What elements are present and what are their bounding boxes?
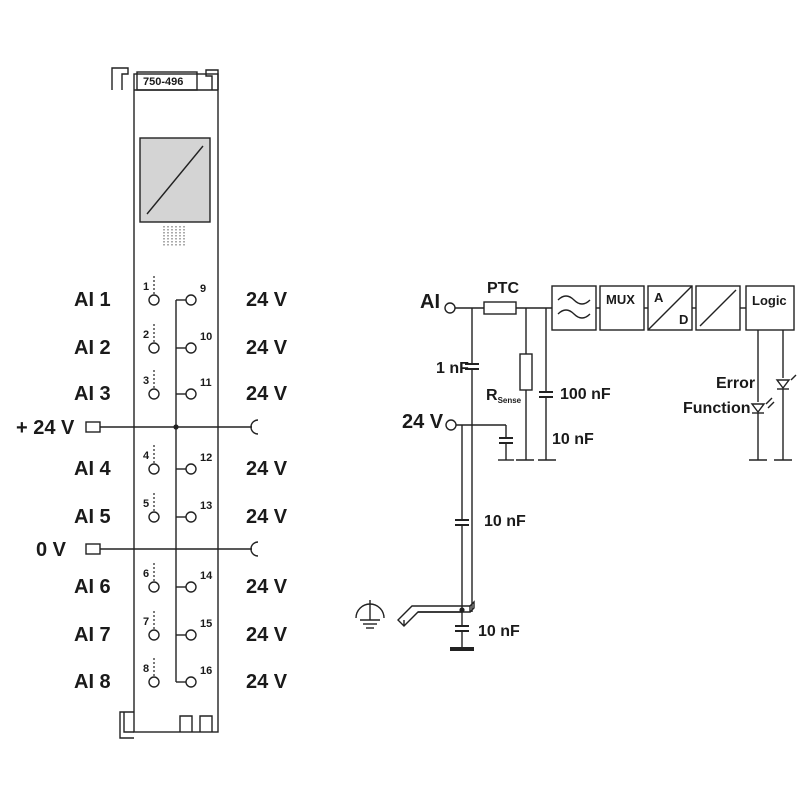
label-ai4: AI 4 xyxy=(74,458,112,480)
terminal-number-15: 15 xyxy=(200,618,212,630)
plus24-left-contact xyxy=(85,421,101,433)
earth-ground-icon xyxy=(355,600,385,629)
terminal-number-3: 3 xyxy=(143,375,149,387)
c-filter-label: 100 nF xyxy=(560,386,611,403)
label-ai7: AI 7 xyxy=(74,624,111,646)
ai-input-label: AI xyxy=(420,291,440,313)
label-24v-11: 24 V xyxy=(246,383,288,405)
ptc-label: PTC xyxy=(487,280,519,297)
c-rail-label: 10 nF xyxy=(478,623,520,640)
ai-input-terminal xyxy=(444,302,456,314)
left-terminals xyxy=(148,276,160,688)
circuit-schematic xyxy=(355,285,797,651)
c-input-label: 1 nF xyxy=(436,360,469,377)
terminal-number-2: 2 xyxy=(143,329,149,341)
label-ai6: AI 6 xyxy=(74,576,111,598)
filter-block xyxy=(551,285,597,331)
terminal-number-11: 11 xyxy=(200,377,212,389)
supply-label: 24 V xyxy=(402,411,444,433)
rsense-resistor xyxy=(519,353,533,391)
c-ground-link-label: 10 nF xyxy=(484,513,526,530)
mux-label: MUX xyxy=(606,292,635,307)
label-24v-16: 24 V xyxy=(246,671,288,693)
label-ai2: AI 2 xyxy=(74,337,111,359)
label-24v-14: 24 V xyxy=(246,576,288,598)
terminal-number-14: 14 xyxy=(200,570,213,582)
right-terminals xyxy=(185,294,197,688)
error-label: Error xyxy=(716,375,755,392)
zero-v-right-contact xyxy=(250,541,259,557)
label-24v-10: 24 V xyxy=(246,337,288,359)
label-24v-9: 24 V xyxy=(246,289,288,311)
zero-v-left-contact xyxy=(85,543,101,555)
isolation-block xyxy=(695,285,741,331)
label-ai8: AI 8 xyxy=(74,671,111,693)
terminal-number-1: 1 xyxy=(143,281,149,293)
adc-d-label: D xyxy=(679,312,688,327)
terminal-number-8: 8 xyxy=(143,663,149,675)
function-label: Function xyxy=(683,400,751,417)
terminal-number-7: 7 xyxy=(143,616,149,628)
terminal-number-6: 6 xyxy=(143,568,149,580)
module-housing xyxy=(111,67,219,739)
terminal-number-16: 16 xyxy=(200,665,212,677)
part-number: 750-496 xyxy=(143,76,183,88)
din-rail xyxy=(397,605,471,627)
logic-label: Logic xyxy=(752,293,787,308)
c-supply-label: 10 nF xyxy=(552,431,594,448)
terminal-number-13: 13 xyxy=(200,500,212,512)
label-24v-13: 24 V xyxy=(246,506,288,528)
terminal-number-12: 12 xyxy=(200,452,212,464)
logic-block xyxy=(745,285,795,331)
label-0v: 0 V xyxy=(36,539,67,561)
terminal-number-9: 9 xyxy=(200,283,206,295)
label-ai3: AI 3 xyxy=(74,383,111,405)
error-led-icon xyxy=(775,374,797,390)
function-led-icon xyxy=(750,397,775,414)
contact-comb xyxy=(163,226,185,246)
terminal-number-5: 5 xyxy=(143,498,149,510)
supply-terminal xyxy=(445,419,457,431)
terminal-number-4: 4 xyxy=(143,450,150,462)
module-wiring xyxy=(100,299,252,683)
terminal-number-10: 10 xyxy=(200,331,212,343)
rsense-label: RSense xyxy=(486,387,522,405)
label-ai1: AI 1 xyxy=(74,289,111,311)
ptc-resistor xyxy=(483,301,517,315)
label-24v-15: 24 V xyxy=(246,624,288,646)
label-plus24v: + 24 V xyxy=(16,417,75,439)
adc-a-label: A xyxy=(654,290,664,305)
label-24v-12: 24 V xyxy=(246,458,288,480)
plus24-right-contact xyxy=(250,419,259,435)
label-ai5: AI 5 xyxy=(74,506,111,528)
